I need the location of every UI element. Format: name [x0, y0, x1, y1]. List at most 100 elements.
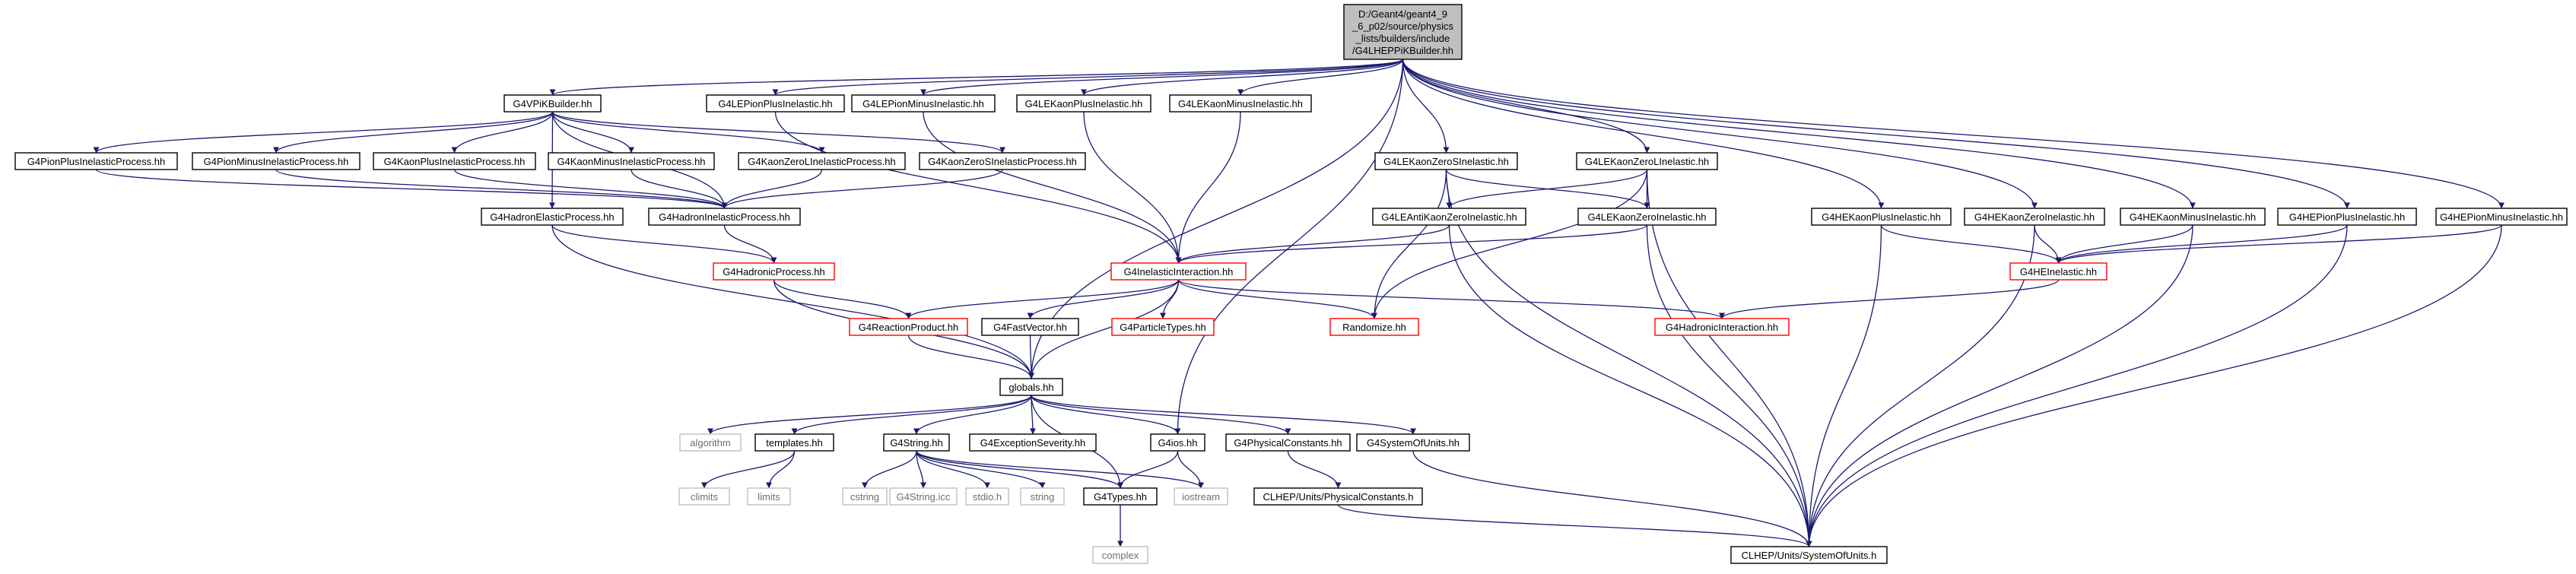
edge-g4string-to-stdio	[916, 450, 990, 489]
node-g4kaonzerosinelasticprocess-hh[interactable]: G4KaonZeroSInelasticProcess.hh	[919, 152, 1086, 170]
node-g4vpikbuilder-hh[interactable]: G4VPiKBuilder.hh	[503, 94, 602, 113]
node-g4hepionplusinelastic-hh[interactable]: G4HEPionPlusInelastic.hh	[2277, 208, 2417, 226]
node-box	[2435, 208, 2568, 226]
edge-templates-to-climits	[701, 450, 796, 489]
node-box	[1150, 433, 1205, 452]
node-g4physicalconstants-hh[interactable]: G4PhysicalConstants.hh	[1225, 433, 1351, 452]
node-box	[503, 94, 602, 113]
node-g4leantikaonzeroinelastic-hh[interactable]: G4LEAntiKaonZeroInelastic.hh	[1372, 208, 1526, 226]
edge-hepip-to-heinel	[2055, 224, 2348, 264]
node-box	[1356, 433, 1470, 452]
node-limits: limits	[747, 487, 791, 506]
node-box	[1225, 433, 1351, 452]
node-box	[1329, 318, 1419, 336]
root-header-node: D:/Geant4/geant4_9_6_p02/source/physics_…	[1343, 4, 1463, 60]
node-g4pionplusinelasticprocess-hh[interactable]: G4PionPlusInelasticProcess.hh	[14, 152, 178, 170]
edge-globals-to-g4ios	[1031, 395, 1181, 435]
node-g4lekaonminusinelastic-hh[interactable]: G4LEKaonMinusInelastic.hh	[1169, 94, 1312, 113]
edge-hek0-to-heinel	[2034, 224, 2062, 264]
node-g4types-hh[interactable]: G4Types.hh	[1083, 487, 1158, 506]
node-label: complex	[1102, 550, 1139, 561]
node-g4hadronicinteraction-hh[interactable]: G4HadronicInteraction.hh	[1654, 318, 1790, 336]
node-g4string-hh[interactable]: G4String.hh	[883, 433, 950, 452]
node-g4heinelastic-hh[interactable]: G4HEInelastic.hh	[2009, 262, 2107, 281]
node-box	[1083, 487, 1158, 506]
node-box	[1654, 318, 1790, 336]
node-g4lekaonzerolinelastic-hh[interactable]: G4LEKaonZeroLInelastic.hh	[1576, 152, 1718, 170]
node-clhep-units-physicalconstants-h[interactable]: CLHEP/Units/PhysicalConstants.h	[1253, 487, 1423, 506]
node-box	[738, 152, 906, 170]
node-label: G4LEKaonMinusInelastic.hh	[1178, 98, 1303, 109]
node-g4kaonminusinelasticprocess-hh[interactable]: G4KaonMinusInelasticProcess.hh	[548, 152, 715, 170]
node-g4hadroninelasticprocess-hh[interactable]: G4HadronInelasticProcess.hh	[648, 208, 801, 226]
root-title-line: /G4LHEPPiKBuilder.hh	[1352, 45, 1453, 56]
node-label: G4HEInelastic.hh	[2020, 266, 2097, 277]
node-templates-hh[interactable]: templates.hh	[754, 433, 834, 452]
edge-root-to-hekp	[1402, 59, 1885, 209]
node-g4hekaonzeroinelastic-hh[interactable]: G4HEKaonZeroInelastic.hh	[1964, 208, 2105, 226]
node-g4lekaonzeroinelastic-hh[interactable]: G4LEKaonZeroInelastic.hh	[1577, 208, 1717, 226]
node-g4lepionplusinelastic-hh[interactable]: G4LEPionPlusInelastic.hh	[706, 94, 845, 113]
node-box	[2277, 208, 2417, 226]
edge-g4string-to-cstring	[862, 450, 917, 489]
node-g4kaonzerolinelasticprocess-hh[interactable]: G4KaonZeroLInelasticProcess.hh	[738, 152, 906, 170]
node-g4fastvector-hh[interactable]: G4FastVector.hh	[981, 318, 1079, 336]
node-box	[1169, 94, 1312, 113]
node-label: G4String.hh	[890, 437, 942, 449]
dependency-edges	[93, 59, 2505, 547]
node-g4lekaonzerosinelastic-hh[interactable]: G4LEKaonZeroSInelastic.hh	[1374, 152, 1518, 170]
root-title-line: _lists/builders/include	[1355, 33, 1450, 44]
edge-vpik-to-kmip	[551, 111, 634, 154]
edge-lek0l-to-randomize	[1371, 169, 1648, 319]
edge-g4string-to-g4types	[916, 450, 1123, 489]
root-title-line: D:/Geant4/geant4_9	[1358, 8, 1447, 20]
node-label: G4HEPionPlusInelastic.hh	[2289, 211, 2405, 223]
edge-hekm-to-heinel	[2055, 224, 2193, 264]
edge-inelint-to-parttypes	[1160, 279, 1180, 319]
node-g4inelasticinteraction-hh[interactable]: G4InelasticInteraction.hh	[1110, 262, 1247, 281]
node-label: G4KaonZeroSInelasticProcess.hh	[928, 156, 1077, 167]
node-box	[747, 487, 791, 506]
node-box	[883, 433, 950, 452]
node-algorithm: algorithm	[679, 433, 742, 452]
node-g4pionminusinelasticprocess-hh[interactable]: G4PionMinusInelasticProcess.hh	[192, 152, 361, 170]
node-g4reactionproduct-hh[interactable]: G4ReactionProduct.hh	[849, 318, 968, 336]
node-g4ios-hh[interactable]: G4ios.hh	[1150, 433, 1205, 452]
node-iostream: iostream	[1174, 487, 1228, 506]
node-globals-hh[interactable]: globals.hh	[999, 378, 1063, 396]
edge-inelint-to-globals	[1028, 279, 1180, 379]
edge-hekp-to-heinel	[1880, 224, 2062, 264]
node-g4hekaonplusinelastic-hh[interactable]: G4HEKaonPlusInelastic.hh	[1811, 208, 1952, 226]
node-label: G4String.icc	[897, 491, 951, 503]
node-g4kaonplusinelasticprocess-hh[interactable]: G4KaonPlusInelasticProcess.hh	[373, 152, 536, 170]
node-g4hadronelasticprocess-hh[interactable]: G4HadronElasticProcess.hh	[481, 208, 624, 226]
edge-hepim-to-heinel	[2055, 224, 2502, 264]
node-label: G4HadronicProcess.hh	[723, 266, 824, 277]
node-label: G4ExceptionSeverity.hh	[980, 437, 1086, 449]
edge-hekp-to-clhepsys	[1806, 224, 1882, 547]
node-g4hepionminusinelastic-hh[interactable]: G4HEPionMinusInelastic.hh	[2435, 208, 2568, 226]
edge-root-to-lek0l	[1402, 59, 1650, 154]
edge-lek0-to-clhepsys	[1646, 224, 1812, 547]
node-g4particletypes-hh[interactable]: G4ParticleTypes.hh	[1111, 318, 1215, 336]
edge-globals-to-g4string	[913, 395, 1032, 435]
node-g4lepionminusinelastic-hh[interactable]: G4LEPionMinusInelastic.hh	[851, 94, 996, 113]
node-clhep-units-systemofunits-h[interactable]: CLHEP/Units/SystemOfUnits.h	[1730, 546, 1888, 564]
node-g4systemofunits-hh[interactable]: G4SystemOfUnits.hh	[1356, 433, 1470, 452]
node-label: G4PhysicalConstants.hh	[1234, 437, 1342, 449]
node-label: G4LEKaonZeroLInelastic.hh	[1585, 156, 1709, 167]
edge-hekm-to-clhepsys	[1806, 224, 2193, 547]
node-g4lekaonplusinelastic-hh[interactable]: G4LEKaonPlusInelastic.hh	[1016, 94, 1151, 113]
node-box	[2120, 208, 2266, 226]
edge-g4ios-to-iostream	[1177, 450, 1204, 489]
edge-hepip-to-clhepsys	[1806, 224, 2348, 547]
edge-root-to-g4ios	[1174, 59, 1404, 435]
node-g4exceptionseverity-hh[interactable]: G4ExceptionSeverity.hh	[969, 433, 1097, 452]
edge-root-to-lekm	[1237, 59, 1404, 96]
node-randomize-hh[interactable]: Randomize.hh	[1329, 318, 1419, 336]
node-complex: complex	[1092, 546, 1148, 564]
node-label: limits	[758, 491, 780, 503]
node-g4hekaonminusinelastic-hh[interactable]: G4HEKaonMinusInelastic.hh	[2120, 208, 2266, 226]
edge-vpik-to-pimip	[273, 111, 554, 154]
node-g4hadronicprocess-hh[interactable]: G4HadronicProcess.hh	[713, 262, 835, 281]
